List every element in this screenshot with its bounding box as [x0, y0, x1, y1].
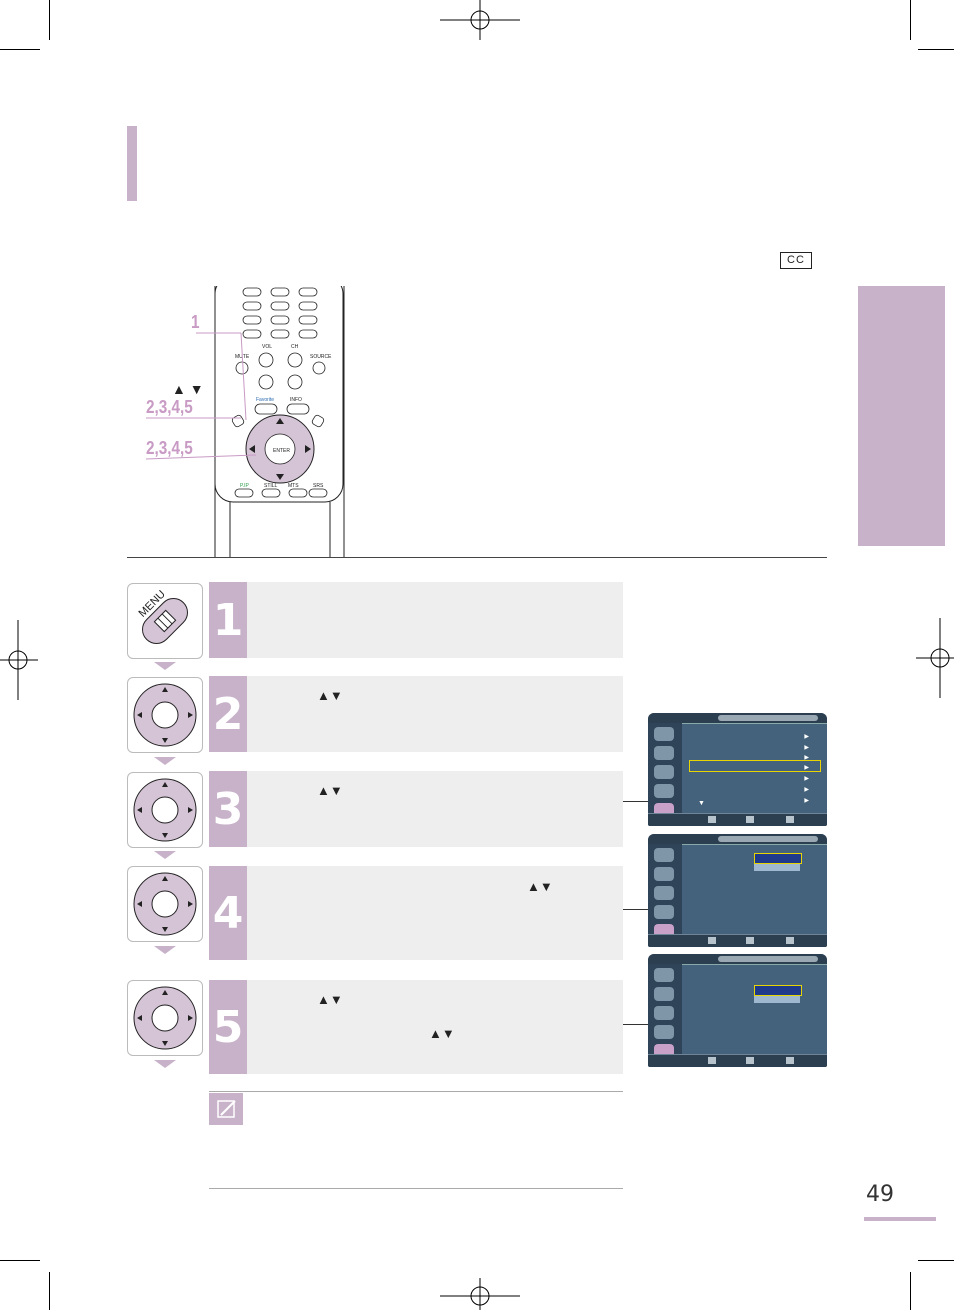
remote-key-enter: ENTER [273, 448, 290, 454]
crop-mark [910, 1272, 911, 1310]
remote-callout-2345-b: 2,3,4,5 [146, 438, 193, 458]
step-number: 1 [209, 582, 247, 658]
crop-mark [0, 1260, 40, 1261]
remote-key-ch: CH [291, 344, 299, 350]
enter-pad-icon [127, 677, 203, 753]
step-2-box: 2 ▲▼ [209, 676, 623, 752]
remote-control-illustration [214, 286, 345, 558]
step-arrow-down [154, 757, 176, 765]
remote-key-mts: MTS [288, 483, 299, 489]
step-1-box: 1 [209, 582, 623, 658]
connector-line [623, 1024, 648, 1025]
step-arrows: ▲▼ [527, 879, 553, 894]
step-arrow-down [154, 946, 176, 954]
note-divider-top [209, 1091, 623, 1092]
crop-mark [49, 1272, 50, 1310]
crop-mark [910, 0, 911, 40]
step-number: 2 [209, 676, 247, 752]
page-number-underline [864, 1217, 936, 1221]
connector-line [623, 909, 648, 910]
registration-mark-right [916, 618, 954, 698]
step-arrow-down [154, 1060, 176, 1068]
tv-menu-screenshot-2 [648, 834, 827, 947]
enter-pad-icon [127, 866, 203, 942]
remote-key-still: STILL [264, 483, 278, 489]
step-arrows: ▲▼ [317, 992, 343, 1007]
step-5-box: 5 ▲▼ ▲▼ [209, 980, 623, 1074]
remote-callout-1: 1 [191, 312, 200, 332]
step-arrow-down [154, 851, 176, 859]
connector-line [623, 801, 648, 802]
crop-mark [918, 1260, 954, 1261]
remote-key-info: INFO [290, 397, 302, 403]
title-accent-bar [127, 126, 137, 201]
note-pencil-icon [209, 1093, 243, 1125]
remote-callout-lines [146, 332, 257, 460]
enter-pad-icon [127, 772, 203, 848]
remote-callout-2345-a: 2,3,4,5 [146, 397, 193, 417]
step-arrow-down [154, 662, 176, 670]
step-4-box: 4 ▲▼ [209, 866, 623, 960]
crop-mark [0, 49, 40, 50]
side-chapter-tab [858, 286, 945, 546]
remote-key-pip: P.IP [240, 483, 249, 489]
step-arrows: ▲▼ [317, 688, 343, 703]
remote-key-srs: SRS [313, 483, 324, 489]
tv-menu-screenshot-1: ▶ ▶ ▶ ▶ ▶ ▶ ▶ ▼ [648, 713, 827, 826]
cc-badge: CC [780, 252, 812, 269]
section-divider [127, 557, 827, 558]
step-number: 3 [209, 771, 247, 847]
step-arrows: ▲▼ [317, 783, 343, 798]
step-number: 4 [209, 866, 247, 960]
crop-mark [49, 0, 50, 40]
remote-key-source: SOURCE [310, 354, 332, 360]
registration-mark-left [0, 620, 38, 700]
step-3-box: 3 ▲▼ [209, 771, 623, 847]
remote-key-vol: VOL [262, 344, 273, 350]
crop-mark [918, 49, 954, 50]
menu-button-icon: MENU [127, 583, 203, 659]
tv-menu-screenshot-3 [648, 954, 827, 1067]
registration-mark-bottom [440, 1278, 520, 1310]
registration-mark-top [440, 0, 520, 40]
step-number: 5 [209, 980, 247, 1074]
page-number: 49 [866, 1182, 894, 1207]
step-arrows: ▲▼ [429, 1026, 455, 1041]
remote-key-favorite: Favorite [256, 397, 275, 403]
remote-callout-arrows: ▲ ▼ [172, 381, 204, 397]
enter-pad-icon [127, 980, 203, 1056]
note-divider-bottom [209, 1188, 623, 1189]
